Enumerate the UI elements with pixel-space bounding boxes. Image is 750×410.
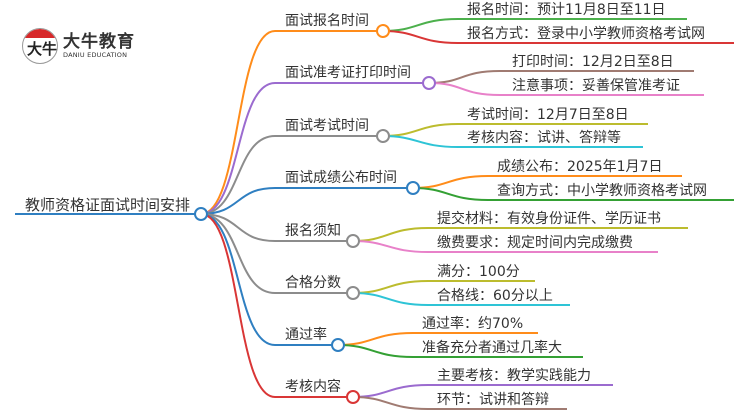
branch-line: [200, 135, 383, 215]
branch-node-label[interactable]: 合格分数: [285, 275, 341, 291]
child-line: [382, 30, 734, 44]
child-node-label[interactable]: 提交材料：有效身份证件、学历证书: [437, 211, 661, 227]
child-node-label[interactable]: 打印时间：12月2日至8日: [512, 54, 674, 70]
branch-collapse-toggle[interactable]: [346, 286, 360, 300]
logo-name-en: DANIU EDUCATION: [63, 51, 128, 59]
branch-node-label[interactable]: 面试准考证打印时间: [285, 65, 411, 81]
branch-line: [200, 187, 413, 215]
branch-collapse-toggle[interactable]: [346, 234, 360, 248]
child-node-label[interactable]: 注意事项：妥善保管准考证: [512, 78, 680, 94]
branch-line: [200, 213, 353, 398]
child-node-label[interactable]: 报名时间：预计11月8日至11日: [467, 2, 666, 18]
child-line: [382, 135, 643, 148]
branch-collapse-toggle[interactable]: [376, 129, 390, 143]
child-node-label[interactable]: 准备充分者通过几率大: [422, 340, 562, 356]
root-collapse-toggle[interactable]: [194, 207, 208, 221]
child-node-label[interactable]: 合格线：60分以上: [437, 288, 553, 304]
branch-collapse-toggle[interactable]: [346, 390, 360, 404]
child-node-label[interactable]: 缴费要求：规定时间内完成缴费: [437, 235, 633, 251]
branch-node-label[interactable]: 面试报名时间: [285, 13, 369, 29]
logo-name: 大牛教育: [63, 32, 135, 52]
branch-line: [200, 213, 338, 346]
child-node-label[interactable]: 报名方式：登录中小学教师资格考试网: [467, 26, 705, 42]
branch-node-label[interactable]: 考核内容: [285, 379, 341, 395]
child-line: [352, 292, 570, 306]
child-node-label[interactable]: 成绩公布：2025年1月7日: [497, 159, 663, 175]
logo-mark: 大牛: [27, 40, 58, 58]
branch-collapse-toggle[interactable]: [422, 76, 436, 90]
branch-collapse-toggle[interactable]: [331, 338, 345, 352]
branch-node-label[interactable]: 面试考试时间: [285, 118, 369, 134]
child-node-label[interactable]: 满分：100分: [437, 264, 520, 280]
logo-icon: 大牛: [22, 28, 58, 64]
branch-node-label[interactable]: 通过率: [285, 327, 327, 343]
branch-line: [200, 30, 383, 215]
child-line: [352, 396, 567, 410]
branch-line: [200, 213, 353, 242]
child-node-label[interactable]: 查询方式：中小学教师资格考试网: [497, 183, 707, 199]
branch-node-label[interactable]: 报名须知: [285, 223, 341, 239]
child-line: [352, 240, 658, 253]
child-node-label[interactable]: 主要考核：教学实践能力: [437, 368, 591, 384]
branch-line: [200, 213, 353, 294]
child-node-label[interactable]: 考试时间：12月7日至8日: [467, 107, 629, 123]
logo: 大牛 大牛教育 DANIU EDUCATION: [22, 28, 135, 64]
branch-line: [200, 82, 429, 215]
branch-collapse-toggle[interactable]: [406, 181, 420, 195]
root-node-label[interactable]: 教师资格证面试时间安排: [25, 196, 191, 214]
child-node-label[interactable]: 环节：试讲和答辩: [437, 392, 549, 408]
child-node-label[interactable]: 通过率：约70%: [422, 316, 524, 332]
child-line: [428, 82, 704, 96]
branch-collapse-toggle[interactable]: [376, 24, 390, 38]
branch-node-label[interactable]: 面试成绩公布时间: [285, 170, 397, 186]
child-line: [412, 187, 734, 201]
child-line: [337, 344, 583, 358]
child-node-label[interactable]: 考核内容：试讲、答辩等: [467, 130, 621, 146]
